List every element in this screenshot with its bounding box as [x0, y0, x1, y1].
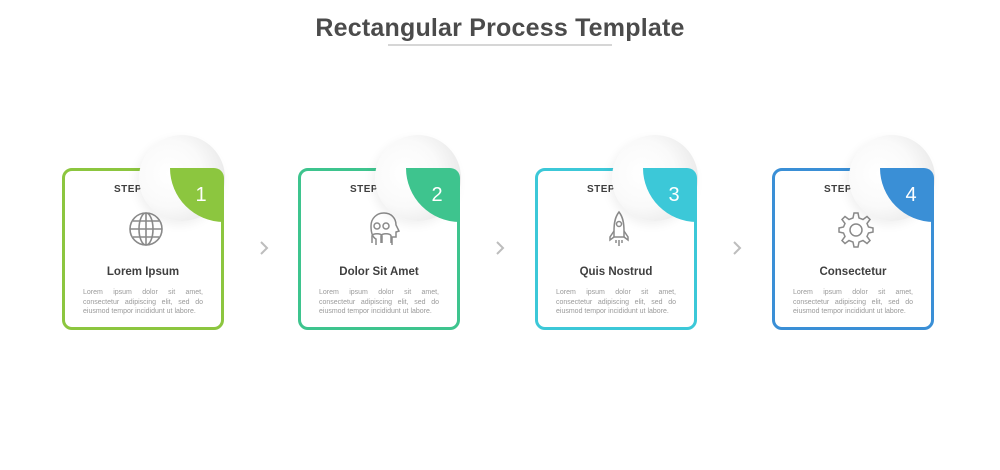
- step-number: 2: [431, 183, 443, 206]
- step-title: Consectetur: [819, 266, 887, 278]
- step-description: Lorem ipsum dolor sit amet, consectetur …: [793, 289, 913, 315]
- step-number: 3: [668, 183, 680, 206]
- step-description: Lorem ipsum dolor sit amet, consectetur …: [319, 289, 439, 315]
- step-label: STEP: [586, 184, 616, 195]
- chevron-right-icon: [496, 241, 505, 255]
- rocket-icon: [538, 209, 700, 255]
- step-label: STEP: [349, 184, 379, 195]
- step-label: STEP: [113, 184, 143, 195]
- step-card-1: 1 STEP Lorem Ipsum Lorem ipsum dolor sit…: [62, 135, 227, 330]
- chevron-right-icon: [260, 241, 269, 255]
- step-label: STEP: [823, 184, 853, 195]
- people-head-icon: [301, 209, 463, 255]
- page-title: Rectangular Process Template: [315, 14, 685, 42]
- step-card-2: 2 STEP Dolor Sit Amet Lorem ipsum dolor …: [298, 135, 463, 330]
- step-card-3: 3 STEP Quis Nostrud Lorem ipsum dolor si…: [535, 135, 700, 330]
- globe-icon: [65, 209, 227, 255]
- step-title: Lorem Ipsum: [106, 266, 180, 278]
- title-underline: [388, 44, 612, 46]
- step-number: 1: [195, 183, 207, 206]
- step-card-4: 4 STEP Consectetur Lorem ipsum dolor sit…: [772, 135, 937, 330]
- step-number: 4: [905, 183, 917, 206]
- step-title: Quis Nostrud: [579, 266, 653, 278]
- step-title: Dolor Sit Amet: [339, 266, 419, 278]
- gear-icon: [775, 209, 937, 255]
- step-number-badge: 2: [406, 168, 460, 222]
- step-description: Lorem ipsum dolor sit amet, consectetur …: [83, 289, 203, 315]
- step-description: Lorem ipsum dolor sit amet, consectetur …: [556, 289, 676, 315]
- chevron-right-icon: [733, 241, 742, 255]
